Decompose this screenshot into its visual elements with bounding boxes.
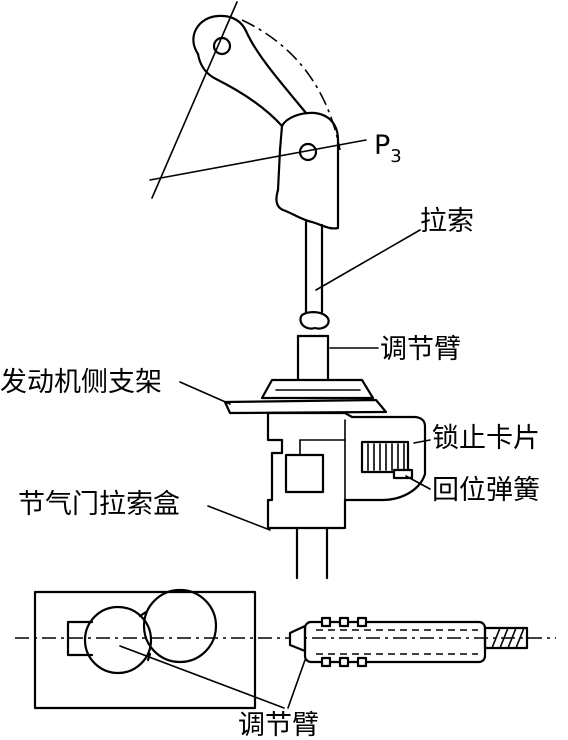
adjust-arm-end-fitting: [288, 616, 529, 668]
p3-subscript: 3: [390, 146, 401, 167]
fitting-body: [303, 620, 487, 664]
fitting-nose: [288, 624, 307, 653]
pedal-arm: [149, 1, 367, 230]
pedal-arm-bulb: [275, 111, 340, 230]
keyhole-slot: [66, 620, 94, 657]
cable-box-leader: [207, 505, 271, 531]
lock-clip-tab: [392, 468, 414, 480]
adjust-arm-top-label: 调节臂: [380, 334, 461, 365]
spring-frame: [360, 440, 410, 474]
pedal-arm-lower-edge: [196, 52, 284, 128]
fitting-notch: [320, 616, 332, 628]
pedal-swing-arc: [241, 19, 341, 151]
pedal-pivot-hole: [212, 36, 232, 56]
engine-bracket-plate: [223, 398, 388, 415]
adjust-arm-rod: [296, 334, 330, 382]
return-spring-label: 回位弹簧: [432, 475, 540, 506]
cable-box-label: 节气门拉索盒: [18, 489, 180, 520]
return-spring: [360, 440, 414, 480]
p3-letter: P: [374, 130, 390, 161]
lock-clip-label: 锁止卡片: [432, 423, 540, 454]
adjust-arm-bottom-label: 调节臂: [238, 710, 319, 740]
adjust-arm-bottom-leader-left: [119, 645, 285, 709]
keyhole-plate: [33, 588, 257, 710]
cable-label: 拉索: [420, 206, 474, 237]
pedal-axis-line: [151, 1, 238, 199]
engine-bracket-leader: [179, 381, 231, 405]
fitting-notch: [356, 616, 368, 628]
pedal-arm-head: [192, 14, 248, 56]
threaded-rod: [483, 626, 529, 650]
fitting-notch: [320, 656, 332, 668]
return-spring-leader: [405, 475, 431, 490]
fitting-notch: [338, 616, 350, 628]
fitting-notch: [356, 656, 368, 668]
p3-hole: [298, 142, 318, 162]
lock-clip-leader: [413, 439, 431, 444]
p3-label: P3: [374, 130, 402, 167]
cable: [299, 220, 330, 330]
keyhole-large-circle: [142, 588, 218, 664]
thread-hatch: [499, 627, 509, 649]
bracket-mount-cap: [260, 378, 375, 400]
keyhole-small-circle: [83, 605, 153, 675]
cable-box-window: [284, 453, 325, 494]
fitting-notch: [338, 656, 350, 668]
pedal-reference-line: [149, 139, 367, 181]
keyhole-plate-outline: [33, 590, 257, 710]
cable-box-outline: [266, 411, 427, 530]
adjust-arm-bottom-leader-right: [287, 659, 306, 709]
engine-bracket-label: 发动机侧支架: [0, 367, 162, 398]
cable-leader: [315, 229, 421, 291]
thread-hatch: [515, 627, 525, 649]
thread-hatch: [507, 627, 517, 649]
cable-end-knot: [299, 311, 330, 330]
pedal-arm-upper-edge: [244, 29, 308, 115]
thread-hatch: [491, 627, 501, 649]
throttle-cable-box: [266, 411, 427, 530]
